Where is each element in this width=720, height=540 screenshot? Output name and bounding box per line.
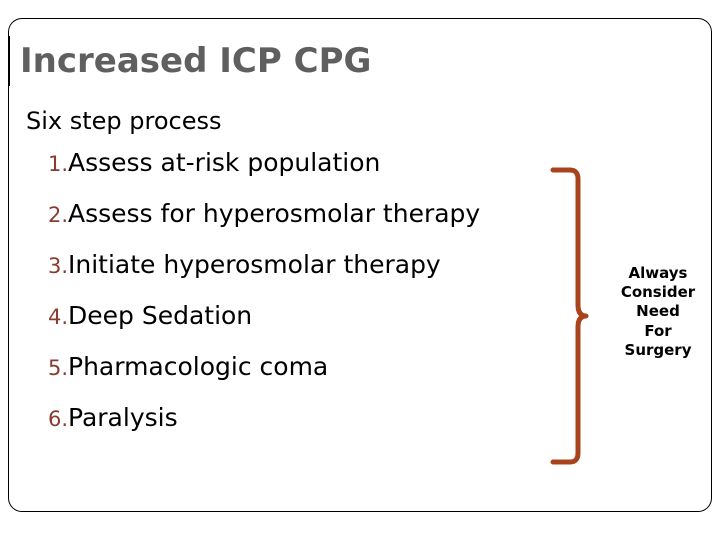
- callout-line: Consider: [620, 283, 696, 302]
- list-item-number: 2.: [48, 202, 69, 227]
- list-item-label: Assess for hyperosmolar therapy: [68, 198, 481, 228]
- list-item: 1. Assess at-risk population: [26, 150, 556, 201]
- annotation-callout: Always Consider Need For Surgery: [600, 264, 716, 360]
- list-item-label: Assess at-risk population: [68, 147, 381, 177]
- callout-line: Need: [636, 302, 680, 321]
- list-item-label: Pharmacologic coma: [68, 351, 329, 381]
- slide-body: Six step process 1. Assess at-risk popul…: [26, 107, 556, 456]
- callout-line: Surgery: [624, 340, 692, 359]
- list-item: 3. Initiate hyperosmolar therapy: [26, 252, 556, 303]
- list-item: 6. Paralysis: [26, 405, 556, 456]
- title-frame-tick: [8, 36, 10, 86]
- list-item-label: Paralysis: [68, 402, 178, 432]
- list-item-number: 6.: [48, 406, 69, 431]
- callout-line: For: [644, 321, 672, 340]
- list-item-number: 1.: [48, 151, 69, 176]
- curly-brace-icon: [550, 167, 589, 465]
- steps-list: 1. Assess at-risk population 2. Assess f…: [26, 150, 556, 456]
- list-item-label: Deep Sedation: [68, 300, 253, 330]
- list-item: 2. Assess for hyperosmolar therapy: [26, 201, 556, 252]
- list-item: 5. Pharmacologic coma: [26, 354, 556, 405]
- title-container: Increased ICP CPG: [8, 36, 390, 86]
- intro-text: Six step process: [26, 107, 222, 135]
- list-item-number: 5.: [48, 355, 69, 380]
- page-title: Increased ICP CPG: [20, 41, 372, 81]
- content-frame: [8, 18, 712, 512]
- list-item-number: 3.: [48, 253, 69, 278]
- list-item: 4. Deep Sedation: [26, 303, 556, 354]
- list-item-label: Initiate hyperosmolar therapy: [68, 249, 441, 279]
- callout-line: Always: [628, 264, 688, 282]
- list-item-number: 4.: [48, 304, 69, 329]
